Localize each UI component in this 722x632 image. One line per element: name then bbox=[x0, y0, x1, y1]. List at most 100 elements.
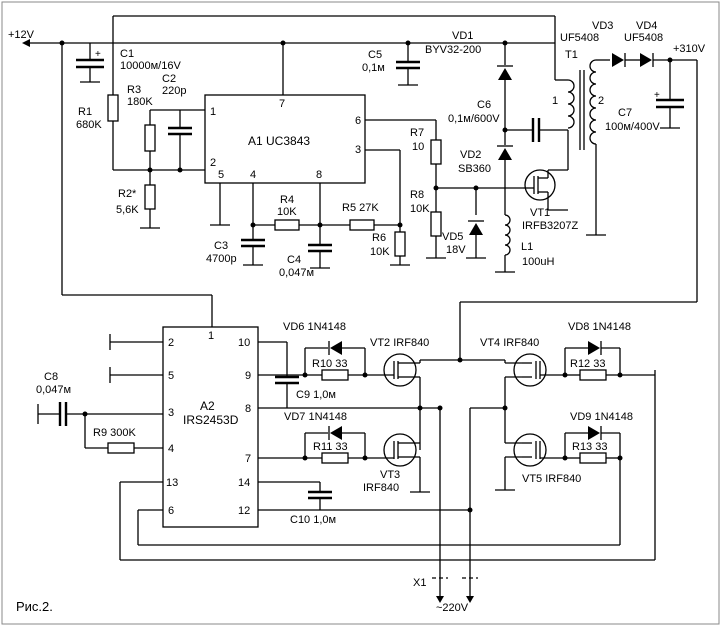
figure-caption: Рис.2. bbox=[16, 599, 53, 614]
label-r9: R9 300K bbox=[93, 427, 136, 439]
label-5: 6 bbox=[355, 115, 361, 127]
label-vd4: VD4 bbox=[636, 20, 657, 32]
label-r6: R6 bbox=[372, 232, 386, 244]
label-12: 14 bbox=[238, 477, 250, 489]
label-vt4: VT4 IRF840 bbox=[480, 337, 539, 349]
label-t1p2: 2 bbox=[598, 95, 604, 107]
label-t1: T1 bbox=[565, 49, 578, 61]
label-5: 6 bbox=[168, 505, 174, 517]
label-r8v: 10K bbox=[410, 203, 430, 215]
label-vt3v: IRF840 bbox=[363, 482, 399, 494]
label-v310: +310V bbox=[673, 43, 706, 55]
label-0: 1 bbox=[208, 330, 214, 342]
ic-a2-ref: A2 bbox=[200, 399, 215, 413]
label-c8v: 0,047м bbox=[36, 384, 71, 396]
label-7: 8 bbox=[245, 403, 251, 415]
label-c4: C4 bbox=[287, 254, 301, 266]
driver-stage bbox=[37, 40, 656, 603]
labels: +12V C1 10000м/16V C2 220p R3 180K R1 68… bbox=[8, 20, 706, 614]
label-c1: C1 bbox=[120, 48, 134, 60]
label-vd4v: UF5408 bbox=[624, 32, 663, 44]
label-vd7: VD7 1N4148 bbox=[284, 411, 347, 423]
label-r2: R2* bbox=[118, 188, 137, 200]
ic-a2-model: IRS2453D bbox=[183, 413, 239, 427]
label-c6v: 0,1м/600V bbox=[448, 113, 500, 125]
label-c4v: 0,047м bbox=[279, 267, 314, 279]
label-r4v: 10K bbox=[277, 206, 297, 218]
label-c10: C10 1,0м bbox=[290, 514, 336, 526]
input-arrow-icon bbox=[22, 39, 30, 47]
label-r6v: 10K bbox=[370, 246, 390, 258]
label-11: 13 bbox=[166, 477, 178, 489]
label-7: 8 bbox=[316, 169, 322, 181]
label-vd6: VD6 1N4148 bbox=[283, 321, 346, 333]
label-c6: C6 bbox=[477, 99, 491, 111]
label-vt3: VT3 bbox=[380, 469, 400, 481]
label-r11: R11 33 bbox=[313, 441, 348, 453]
label-r4: R4 bbox=[280, 194, 294, 206]
label-c2v: 220p bbox=[162, 85, 186, 97]
label-r10: R10 33 bbox=[312, 358, 347, 370]
svg-text:+: + bbox=[654, 90, 660, 101]
label-c1v: 10000м/16V bbox=[120, 60, 181, 72]
power-stage: + bbox=[22, 15, 698, 360]
label-3: 4 bbox=[168, 443, 174, 455]
ic-a2 bbox=[162, 326, 259, 528]
label-vd3: VD3 bbox=[592, 20, 613, 32]
label-vd8: VD8 1N4148 bbox=[568, 321, 631, 333]
svg-text:+: + bbox=[95, 49, 101, 60]
label-r5: R5 27K bbox=[342, 202, 379, 214]
label-vt5: VT5 IRF840 bbox=[522, 473, 581, 485]
label-r1: R1 bbox=[78, 106, 92, 118]
label-c9: C9 1,0м bbox=[296, 389, 336, 401]
label-r7: R7 bbox=[410, 127, 424, 139]
label-vd5v: 18V bbox=[446, 244, 466, 256]
label-vt1: VT1 bbox=[530, 207, 550, 219]
label-l1v: 100uH bbox=[522, 256, 554, 268]
label-t1p1: 1 bbox=[552, 95, 558, 107]
label-r2v: 5,6K bbox=[116, 204, 139, 216]
label-r3: R3 bbox=[127, 84, 141, 96]
label-c7: C7 bbox=[618, 107, 632, 119]
label-1: 2 bbox=[210, 157, 216, 169]
label-vt2: VT2 IRF840 bbox=[370, 337, 429, 349]
label-vd1: VD1 bbox=[452, 30, 473, 42]
label-4: 5 bbox=[218, 169, 224, 181]
label-10: 12 bbox=[238, 505, 250, 517]
label-vt1v: IRFB3207Z bbox=[522, 220, 579, 232]
label-4: 5 bbox=[168, 370, 174, 382]
label-2: 3 bbox=[355, 144, 361, 156]
label-2: 3 bbox=[168, 407, 174, 419]
label-r12: R12 33 bbox=[570, 358, 605, 370]
label-1: 2 bbox=[168, 337, 174, 349]
label-c7v: 100м/400V bbox=[605, 121, 660, 133]
label-r1v: 680K bbox=[76, 119, 102, 131]
label-ac: ~220V bbox=[436, 602, 469, 614]
label-connector: X1 bbox=[413, 577, 426, 589]
label-8: 9 bbox=[245, 370, 251, 382]
label-3: 4 bbox=[250, 169, 256, 181]
label-6: 7 bbox=[245, 453, 251, 465]
label-c3v: 4700p bbox=[206, 253, 237, 265]
label-c8: C8 bbox=[44, 371, 58, 383]
label-r3v: 180K bbox=[127, 96, 153, 108]
label-l1: L1 bbox=[521, 241, 533, 253]
label-c3: C3 bbox=[214, 240, 228, 252]
label-vd9: VD9 1N4148 bbox=[570, 411, 633, 423]
label-vd1v: BYV32-200 bbox=[425, 44, 481, 56]
label-9: 10 bbox=[238, 337, 250, 349]
label-vd5: VD5 bbox=[442, 231, 463, 243]
label-r7v: 10 bbox=[412, 141, 424, 153]
label-c5: C5 bbox=[368, 49, 382, 61]
label-c5v: 0,1м bbox=[362, 62, 385, 74]
label-v12: +12V bbox=[8, 29, 35, 41]
ic-a1-label: A1 UC3843 bbox=[248, 134, 310, 148]
ic-a1 bbox=[204, 94, 366, 184]
label-r8: R8 bbox=[410, 189, 424, 201]
label-vd2: VD2 bbox=[460, 149, 481, 161]
label-0: 1 bbox=[210, 106, 216, 118]
label-c2: C2 bbox=[162, 73, 176, 85]
